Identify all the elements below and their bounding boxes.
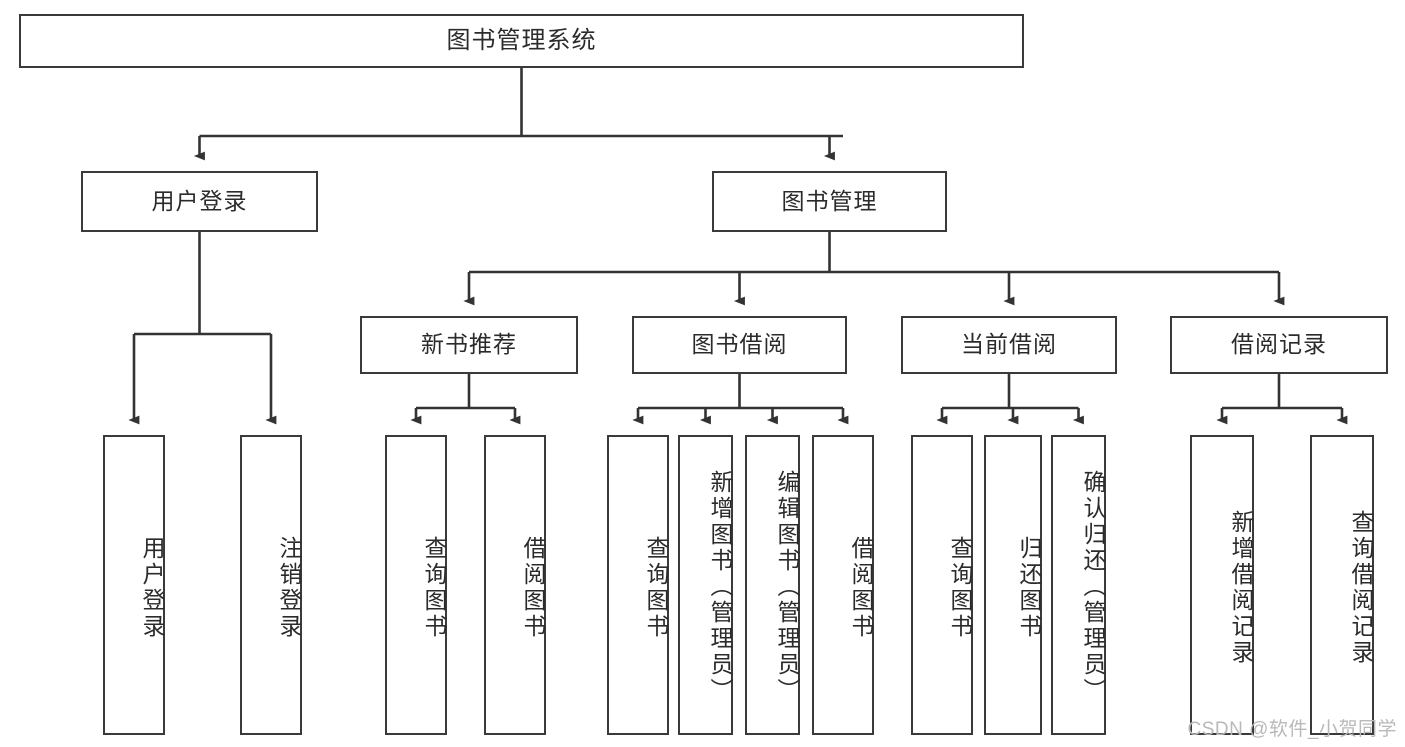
node-borrow-record[interactable]: 借阅记录 (1170, 316, 1388, 374)
node-book-borrow[interactable]: 图书借阅 (632, 316, 847, 374)
leaf-logout[interactable]: 注销登录 (240, 435, 302, 735)
leaf-borrow-book-2[interactable]: 借阅图书 (812, 435, 874, 735)
leaf-query-book-3[interactable]: 查询图书 (911, 435, 973, 735)
watermark-credit: CSDN @软件_小贺同学 (1187, 719, 1397, 740)
node-book-manage[interactable]: 图书管理 (712, 171, 947, 232)
leaf-query-record[interactable]: 查询借阅记录 (1310, 435, 1374, 735)
leaf-return-book[interactable]: 归还图书 (984, 435, 1042, 735)
leaf-user-login[interactable]: 用户登录 (103, 435, 165, 735)
node-root-system[interactable]: 图书管理系统 (19, 14, 1024, 68)
leaf-borrow-book-1[interactable]: 借阅图书 (484, 435, 546, 735)
leaf-confirm-return[interactable]: 确认归还（管理员） (1051, 435, 1106, 735)
leaf-add-book[interactable]: 新增图书（管理员） (678, 435, 733, 735)
leaf-query-book-1[interactable]: 查询图书 (385, 435, 447, 735)
node-current-borrow[interactable]: 当前借阅 (901, 316, 1117, 374)
leaf-edit-book[interactable]: 编辑图书（管理员） (745, 435, 800, 735)
node-new-book-recommend[interactable]: 新书推荐 (360, 316, 578, 374)
leaf-add-record[interactable]: 新增借阅记录 (1190, 435, 1254, 735)
node-user-login[interactable]: 用户登录 (81, 171, 318, 232)
leaf-query-book-2[interactable]: 查询图书 (607, 435, 669, 735)
